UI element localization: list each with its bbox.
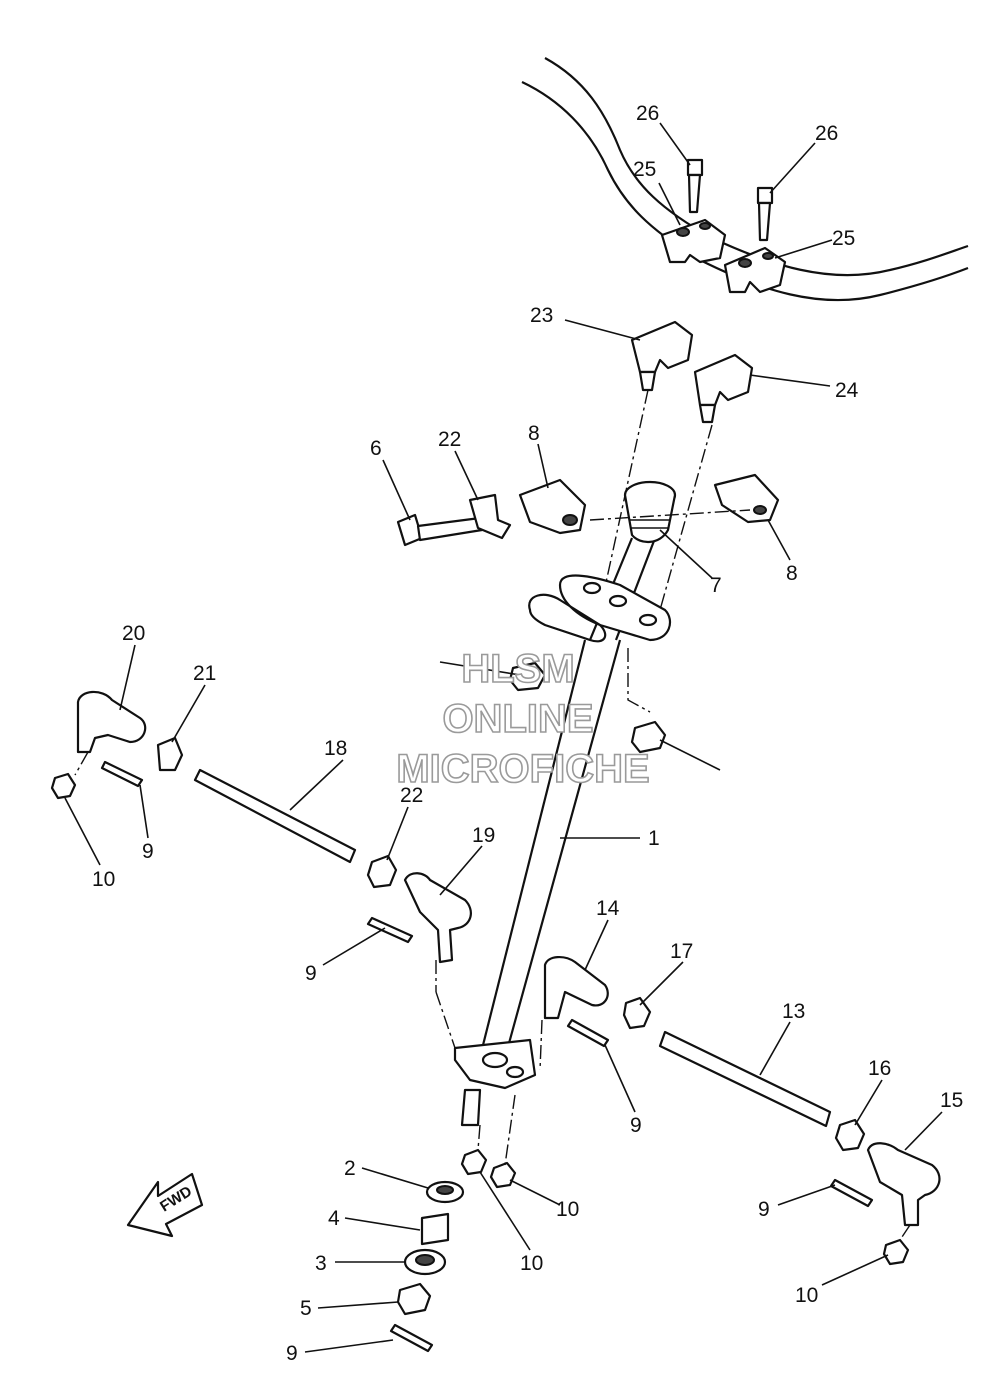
column-lower-bracket	[453, 1038, 537, 1127]
callout-21: 22	[438, 428, 461, 451]
callout-8: 8	[786, 562, 798, 585]
cotter-pin-b	[366, 916, 414, 944]
nut-10a	[50, 772, 77, 800]
nut-upper	[508, 661, 547, 692]
watermark-line2: ONLINE	[442, 697, 593, 741]
connector-lines	[74, 751, 911, 1241]
callout-22: 23	[530, 304, 553, 327]
callout-9: 9	[630, 1114, 642, 1137]
callout-22: 24	[835, 379, 859, 402]
upper-clamp-right	[723, 246, 787, 294]
pinch-clamp-left	[518, 478, 587, 535]
bolt-left	[686, 158, 704, 214]
callout-19: 21	[193, 662, 216, 685]
rod-end-13	[866, 1142, 941, 1227]
cotter-pin-c	[566, 1018, 610, 1048]
callout-6: 6	[370, 437, 382, 460]
callout-10: 10	[92, 868, 115, 891]
watermark: HLSM ONLINE MICROFICHE	[396, 646, 651, 792]
bottom-collar-4	[420, 1212, 450, 1246]
bottom-washer-2	[425, 1180, 465, 1204]
upper-clamp-left	[660, 218, 727, 264]
tie-rod-right	[658, 1030, 832, 1128]
pinch-clamp-right	[713, 473, 780, 524]
callout-17: 19	[472, 824, 495, 847]
callout-2: 2	[344, 1157, 356, 1180]
nut-14	[834, 1118, 866, 1152]
rod-end-18	[76, 690, 147, 754]
cotter-pin-a	[100, 760, 144, 788]
callout-9: 9	[142, 840, 154, 863]
callout-4: 4	[328, 1207, 340, 1230]
callout-9: 9	[758, 1198, 770, 1221]
callout-10: 10	[795, 1284, 818, 1307]
tie-rod-left	[193, 768, 357, 864]
leader-lines	[64, 122, 943, 1353]
nut-19	[156, 736, 184, 772]
lower-clamp-left	[630, 320, 694, 392]
callout-8: 8	[528, 422, 540, 445]
callout-18: 20	[122, 622, 145, 645]
watermark-line3: MICROFICHE	[396, 747, 649, 791]
callout-3: 3	[315, 1252, 327, 1275]
lower-clamp-right	[693, 353, 754, 424]
cotter-pin-e	[389, 1323, 434, 1353]
callout-9: 9	[305, 962, 317, 985]
callout-13: 15	[940, 1089, 963, 1112]
bottom-bearing-3	[403, 1248, 447, 1276]
bottom-nut-5	[396, 1282, 432, 1316]
nut-right	[630, 720, 667, 754]
callout-7: 7	[710, 574, 722, 597]
nut-10d	[882, 1238, 910, 1266]
rod-end-17	[403, 872, 472, 964]
callout-12: 14	[596, 897, 620, 920]
watermark-line1: HLSM	[461, 647, 574, 691]
rod-end-12	[543, 956, 609, 1020]
column-plate	[528, 574, 672, 643]
callout-5: 5	[300, 1297, 312, 1320]
nut-20	[366, 854, 398, 889]
callout-1: 1	[648, 827, 660, 850]
callout-25: 26	[815, 122, 838, 145]
callout-24: 25	[633, 158, 656, 181]
callout-25: 26	[636, 102, 659, 125]
nut-10b	[460, 1148, 488, 1176]
callout-9: 9	[286, 1342, 298, 1365]
callout-16: 18	[324, 737, 347, 760]
nut-15	[622, 996, 652, 1030]
callouts: 26 26 25 25 23 24 6 22 8 7 8 1 20 21 18 …	[92, 102, 963, 1365]
callout-23: 25	[832, 227, 855, 250]
nut-10c	[489, 1161, 517, 1189]
lock-plate	[468, 493, 512, 540]
callout-10: 10	[520, 1252, 543, 1275]
bolt-right	[756, 186, 774, 242]
callout-20: 22	[400, 784, 423, 807]
bushing	[623, 480, 677, 543]
callout-15: 17	[670, 940, 693, 963]
callout-11: 13	[782, 1000, 805, 1023]
callout-10: 10	[556, 1198, 579, 1221]
callout-14: 16	[868, 1057, 891, 1080]
cotter-pin-d	[829, 1178, 874, 1208]
fwd-arrow: FWD	[126, 1172, 204, 1238]
